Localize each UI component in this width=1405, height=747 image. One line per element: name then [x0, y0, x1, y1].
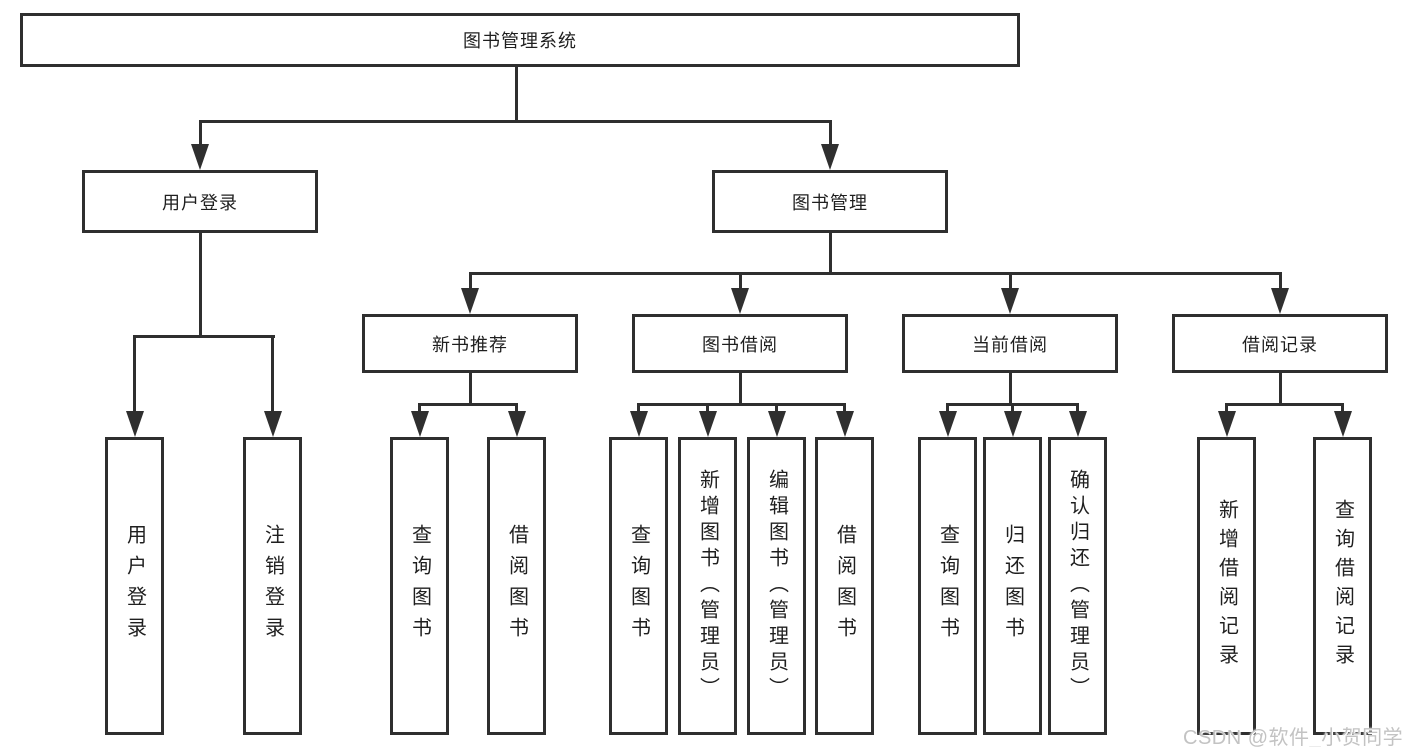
node-user-login: 用户登录: [82, 170, 318, 233]
arrowhead-down-icon: [410, 411, 429, 437]
leaf-label: 查询借阅记录: [1331, 499, 1354, 673]
edge-line: [1076, 403, 1079, 417]
node-new-book-recommendation: 新书推荐: [362, 314, 578, 373]
edge-line: [843, 403, 846, 417]
leaf-borrow-books: 借阅图书: [815, 437, 874, 735]
edge-line: [198, 120, 832, 123]
edge-line: [1225, 403, 1228, 417]
edge-line: [738, 371, 742, 403]
node-label: 借阅记录: [1242, 334, 1318, 355]
edge-line: [271, 335, 274, 417]
leaf-label: 借阅图书: [505, 524, 528, 648]
leaf-label: 编辑图书（管理员）: [765, 469, 788, 703]
leaf-query-borrow-record: 查询借阅记录: [1313, 437, 1372, 735]
edge-line: [738, 272, 742, 294]
leaf-label: 用户登录: [123, 524, 146, 648]
arrowhead-down-icon: [1003, 411, 1022, 437]
csdn-watermark: CSDN @软件_小贺同学: [1183, 727, 1404, 747]
arrowhead-down-icon: [191, 144, 209, 170]
leaf-label: 确认归还（管理员）: [1066, 469, 1089, 703]
arrowhead-down-icon: [1217, 411, 1236, 437]
leaf-edit-books-admin: 编辑图书（管理员）: [747, 437, 806, 735]
arrowhead-down-icon: [461, 288, 479, 314]
node-label: 图书管理系统: [463, 31, 577, 51]
leaf-label: 查询图书: [408, 524, 431, 648]
edge-line: [198, 232, 202, 335]
edge-line: [514, 67, 518, 120]
edge-line: [468, 371, 472, 403]
arrowhead-down-icon: [767, 411, 786, 437]
leaf-label: 新增图书（管理员）: [696, 469, 719, 703]
leaf-query-books-recommend: 查询图书: [390, 437, 449, 735]
node-borrowing-records: 借阅记录: [1172, 314, 1388, 373]
edge-line: [468, 272, 1282, 275]
leaf-label: 查询图书: [936, 524, 959, 648]
node-book-management: 图书管理: [712, 170, 948, 233]
arrowhead-down-icon: [125, 411, 144, 437]
edge-line: [828, 232, 832, 272]
edge-line: [1278, 272, 1282, 294]
edge-line: [946, 403, 949, 417]
node-label: 图书管理: [792, 192, 868, 213]
leaf-label: 归还图书: [1001, 524, 1024, 648]
leaf-label: 注销登录: [261, 524, 284, 648]
leaf-add-borrow-record: 新增借阅记录: [1197, 437, 1256, 735]
edge-line: [1008, 371, 1012, 403]
edge-line: [1278, 371, 1282, 403]
arrowhead-down-icon: [835, 411, 854, 437]
leaf-borrow-books-recommend: 借阅图书: [487, 437, 546, 735]
node-library-management-system: 图书管理系统: [20, 13, 1020, 67]
leaf-logout: 注销登录: [243, 437, 302, 735]
leaf-return-books: 归还图书: [983, 437, 1042, 735]
edge-line: [133, 335, 136, 417]
edge-line: [637, 403, 846, 406]
edge-line: [418, 403, 518, 406]
node-label: 图书借阅: [702, 334, 778, 355]
arrowhead-down-icon: [1001, 288, 1019, 314]
edge-line: [637, 403, 640, 417]
edge-line: [515, 403, 518, 417]
arrowhead-down-icon: [263, 411, 282, 437]
leaf-query-books-borrow: 查询图书: [609, 437, 668, 735]
leaf-add-books-admin: 新增图书（管理员）: [678, 437, 737, 735]
arrowhead-down-icon: [629, 411, 648, 437]
edge-line: [828, 120, 832, 150]
edge-line: [198, 120, 202, 150]
arrowhead-down-icon: [698, 411, 717, 437]
node-current-borrowing: 当前借阅: [902, 314, 1118, 373]
edge-line: [1011, 403, 1014, 417]
node-label: 当前借阅: [972, 334, 1048, 355]
edge-line: [775, 403, 778, 417]
arrowhead-down-icon: [821, 144, 839, 170]
arrowhead-down-icon: [938, 411, 957, 437]
leaf-user-login: 用户登录: [105, 437, 164, 735]
edge-line: [133, 335, 275, 338]
arrowhead-down-icon: [1333, 411, 1352, 437]
node-book-borrowing: 图书借阅: [632, 314, 848, 373]
leaf-query-books-current: 查询图书: [918, 437, 977, 735]
leaf-label: 新增借阅记录: [1215, 499, 1238, 673]
edge-line: [1341, 403, 1344, 417]
leaf-label: 查询图书: [627, 524, 650, 648]
edge-line: [706, 403, 709, 417]
edge-line: [1008, 272, 1012, 294]
leaf-confirm-return-admin: 确认归还（管理员）: [1048, 437, 1107, 735]
edge-line: [1225, 403, 1344, 406]
node-label: 新书推荐: [432, 334, 508, 355]
edge-line: [418, 403, 421, 417]
arrowhead-down-icon: [731, 288, 749, 314]
node-label: 用户登录: [162, 192, 238, 213]
edge-line: [468, 272, 472, 294]
arrowhead-down-icon: [507, 411, 526, 437]
arrowhead-down-icon: [1271, 288, 1289, 314]
leaf-label: 借阅图书: [833, 524, 856, 648]
arrowhead-down-icon: [1068, 411, 1087, 437]
